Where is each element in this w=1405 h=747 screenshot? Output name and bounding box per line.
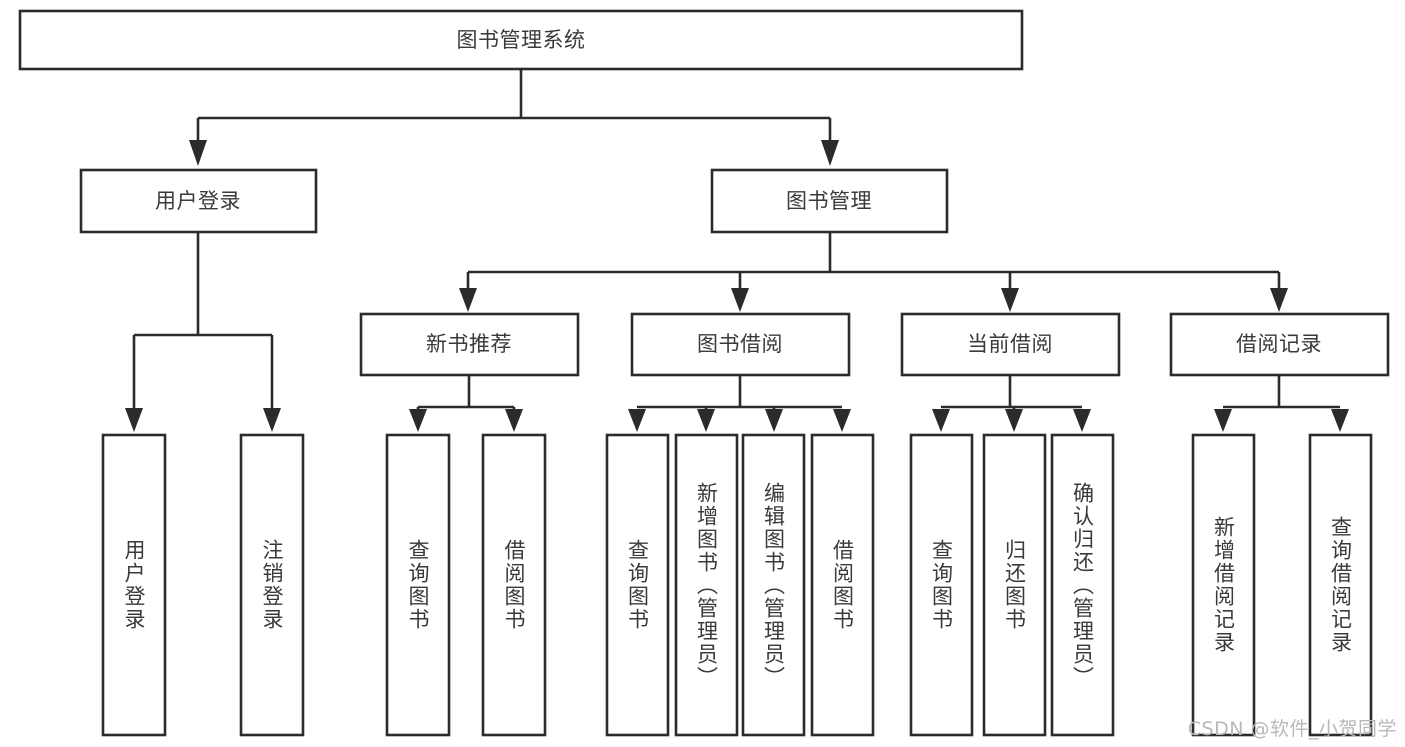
node-user-logout-leaf-box[interactable]	[239, 433, 305, 737]
node-bb-borrow-book-box[interactable]	[810, 433, 875, 737]
node-root-box[interactable]	[18, 9, 1024, 71]
arrow-user-login	[189, 140, 207, 166]
node-user-login-leaf-box[interactable]	[101, 433, 167, 737]
node-new-book-recommend-box[interactable]	[359, 312, 580, 377]
connectors-current-borrow-children	[932, 375, 1091, 432]
arrow-new-book-recommend	[459, 288, 477, 312]
node-br-add-record-box[interactable]	[1191, 433, 1256, 737]
node-book-management-box[interactable]	[710, 168, 949, 234]
node-br-query-record-box[interactable]	[1308, 433, 1373, 737]
node-cb-confirm-return-box[interactable]	[1050, 433, 1115, 737]
node-book-borrow-box[interactable]	[630, 312, 851, 377]
node-book-borrow-label: 图书借阅	[697, 332, 783, 356]
node-bb-edit-book-box[interactable]	[741, 433, 806, 737]
connectors-book-borrow-children	[628, 375, 851, 432]
node-user-login-box[interactable]	[79, 168, 318, 234]
node-current-borrow-label: 当前借阅	[967, 332, 1053, 356]
node-nbr-borrow-book-box[interactable]	[481, 433, 547, 737]
arrow-current-borrow	[1001, 288, 1019, 312]
node-current-borrow-box[interactable]	[900, 312, 1121, 377]
node-cb-return-book-box[interactable]	[982, 433, 1047, 737]
connectors-user-login-children	[125, 232, 281, 432]
connectors-root-to-level2	[189, 69, 839, 166]
node-bb-query-book-box[interactable]	[605, 433, 670, 737]
connectors-book-management-children	[459, 232, 1288, 312]
arrow-book-borrow	[731, 288, 749, 312]
watermark-label: CSDN @软件_小贺同学	[1187, 718, 1397, 740]
arrow-br-add-record	[1214, 409, 1232, 432]
arrow-cb-confirm-return	[1073, 409, 1091, 432]
arrow-cb-return-book	[1005, 409, 1023, 432]
node-cb-query-book-box[interactable]	[909, 433, 974, 737]
arrow-user-logout-leaf	[263, 408, 281, 432]
arrow-nbr-borrow-book	[505, 409, 523, 432]
node-root-label: 图书管理系统	[457, 28, 586, 52]
node-nbr-query-book-box[interactable]	[385, 433, 451, 737]
arrow-user-login-leaf	[125, 408, 143, 432]
node-new-book-recommend-label: 新书推荐	[426, 332, 512, 356]
node-user-login-label: 用户登录	[155, 189, 241, 213]
arrow-bb-add-book	[697, 409, 715, 432]
arrow-bb-borrow-book	[833, 409, 851, 432]
node-book-management-label: 图书管理	[786, 189, 872, 213]
arrow-borrow-records	[1270, 288, 1288, 312]
node-borrow-records-label: 借阅记录	[1236, 332, 1322, 356]
arrow-nbr-query-book	[409, 409, 427, 432]
arrow-book-management	[821, 140, 839, 166]
node-borrow-records-box[interactable]	[1169, 312, 1390, 377]
arrow-cb-query-book	[932, 409, 950, 432]
connectors-new-book-recommend-children	[409, 375, 523, 432]
connectors-borrow-records-children	[1214, 375, 1349, 432]
node-bb-add-book-box[interactable]	[674, 433, 739, 737]
arrow-bb-query-book	[628, 409, 646, 432]
arrow-br-query-record	[1331, 409, 1349, 432]
arrow-bb-edit-book	[765, 409, 783, 432]
